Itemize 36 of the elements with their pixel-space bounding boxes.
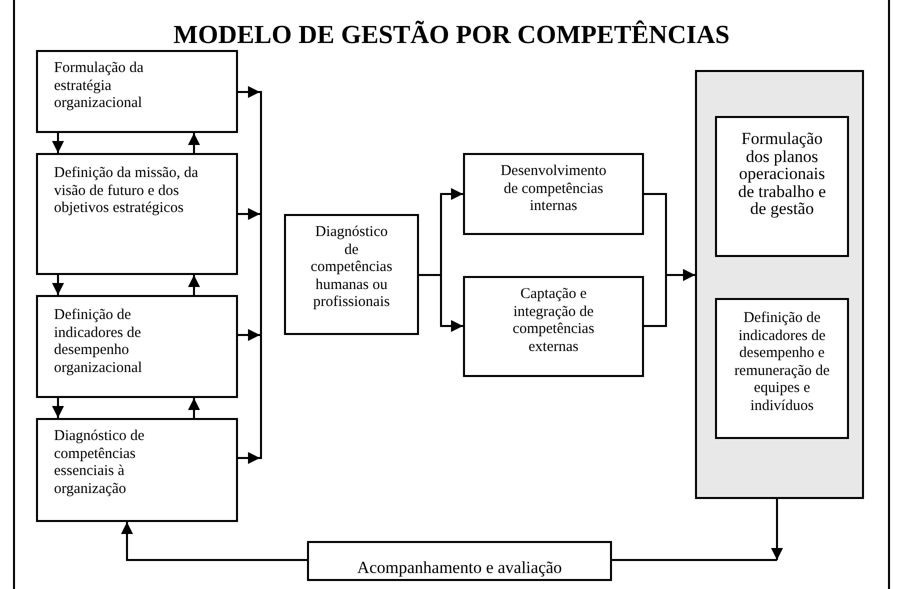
arrow	[238, 452, 260, 464]
process-box	[284, 214, 419, 335]
arrow	[771, 499, 783, 560]
container-box	[695, 70, 864, 499]
arrow	[238, 208, 260, 220]
process-box	[715, 116, 849, 257]
box-text: Diagnóstico de competências essenciais à organização	[53, 428, 146, 498]
process-box	[463, 276, 644, 377]
process-box	[36, 418, 238, 522]
box-text: Definição de indicadores de desempenho organizacional	[53, 307, 144, 377]
box-text: Desenvolvimento de competências internas	[500, 163, 608, 216]
box-text: Formulação dos planos operacionais de trabalho e de gestão	[737, 130, 827, 218]
process-box	[463, 153, 644, 235]
box-text: Acompanhamento e avaliação	[356, 559, 563, 576]
arrow	[52, 275, 64, 295]
box-text: Formulação da estratégia organizacional	[53, 60, 145, 112]
box-text: Definição da missão, da visão de futuro e dos objetivos estratégicos	[53, 165, 200, 218]
process-box	[36, 153, 238, 275]
arrow	[188, 398, 200, 418]
process-box	[36, 50, 238, 133]
arrow	[121, 522, 307, 561]
arrow	[52, 398, 64, 418]
box-text: Diagnóstico de competências humanas ou profissionais	[310, 224, 394, 312]
arrow	[238, 329, 260, 341]
diagram-title: MODELO DE GESTÃO POR COMPETÊNCIAS	[172, 20, 731, 50]
bus-line	[260, 91, 262, 459]
process-box	[715, 298, 849, 439]
process-box	[307, 541, 612, 581]
arrow	[238, 86, 260, 98]
arrow	[188, 133, 200, 153]
arrow	[644, 269, 695, 327]
arrow	[188, 275, 200, 295]
box-text: Definição de indicadores de desempenho e remuneração de equipes e indivíduos	[733, 310, 831, 415]
arrow	[52, 133, 64, 153]
box-text: Captação e integração de competências externas	[512, 286, 596, 356]
process-box	[36, 295, 238, 398]
